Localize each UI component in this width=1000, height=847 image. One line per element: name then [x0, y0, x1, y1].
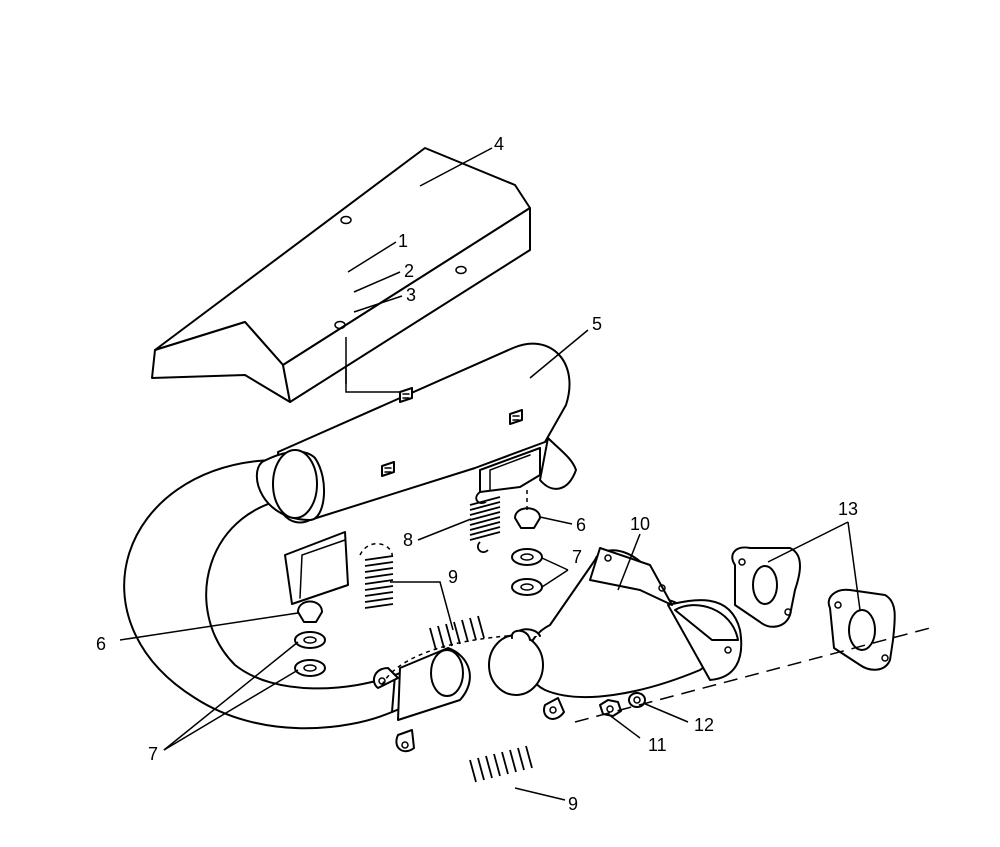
- callout-12: 12: [694, 715, 714, 735]
- callout-10: 10: [630, 514, 650, 534]
- callout-8: 8: [403, 530, 413, 550]
- callout-1: 1: [398, 231, 408, 251]
- callout-11: 11: [648, 735, 667, 755]
- part-10-manifold: [488, 547, 743, 720]
- part-6-grommet-right: [514, 490, 541, 529]
- part-13-gasket-left: [731, 546, 801, 628]
- callout-6-right: 6: [576, 515, 586, 535]
- callout-5: 5: [592, 314, 602, 334]
- callout-3: 3: [406, 285, 416, 305]
- part-8-spring: [469, 491, 501, 554]
- part-13-gasket-right: [827, 588, 896, 671]
- callout-13: 13: [838, 499, 858, 519]
- callout-9-upper: 9: [448, 567, 458, 587]
- j-pipe: [123, 459, 471, 753]
- callout-7-right: 7: [572, 547, 582, 567]
- callout-9-lower: 9: [568, 794, 578, 814]
- part-5-muffler: [255, 342, 577, 605]
- part-12-washer: [628, 692, 646, 708]
- callout-6-left: 6: [96, 634, 106, 654]
- part-4-heat-shield: [151, 147, 531, 403]
- callout-4: 4: [494, 134, 504, 154]
- part-6-grommet-left: [297, 600, 323, 623]
- part-9-spring-middle: [429, 615, 485, 651]
- part-7-washers-left: [294, 631, 326, 677]
- part-9-spring-lower: [469, 745, 533, 783]
- part-9-spring-upper: [364, 555, 394, 609]
- callout-7-left: 7: [148, 744, 158, 764]
- part-11-nut: [599, 699, 622, 717]
- callout-2: 2: [404, 261, 414, 281]
- part-7-washers-right: [511, 548, 543, 596]
